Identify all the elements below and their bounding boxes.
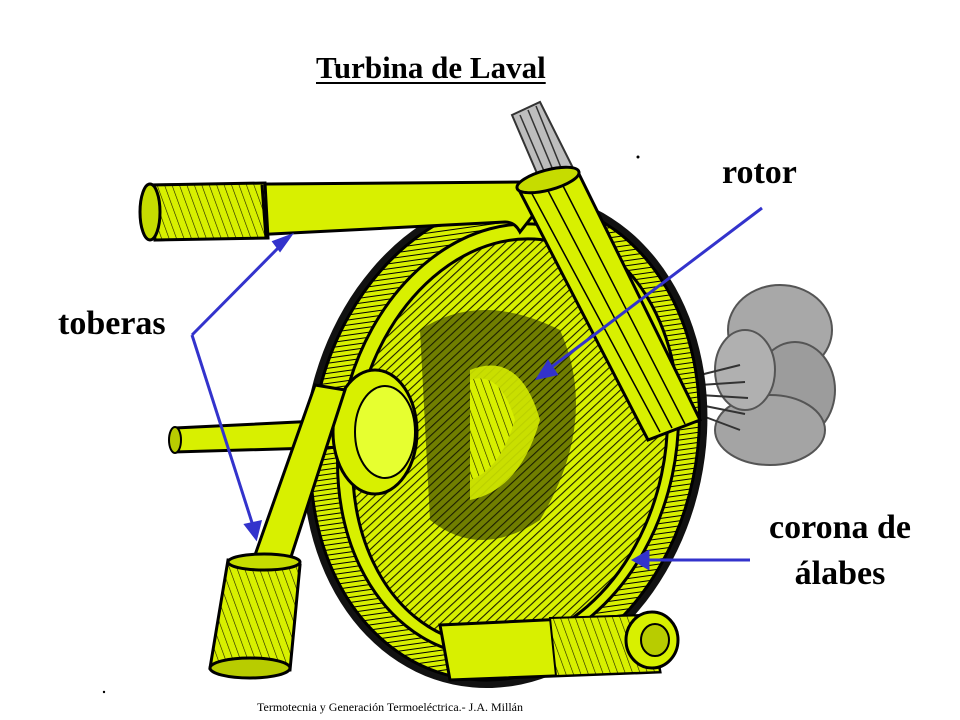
label-rotor: rotor — [722, 154, 797, 191]
toberas-arrow-upper — [190, 238, 288, 337]
slide-title: Turbina de Laval — [316, 50, 546, 85]
toberas-arrowhead-lower — [243, 520, 263, 542]
label-corona-line1: corona de — [769, 509, 911, 546]
rotor-arrowhead — [534, 359, 559, 381]
nozzle-lower — [208, 383, 347, 680]
nozzle-upper — [138, 180, 547, 242]
toberas-arrow-lower — [190, 334, 257, 533]
rotor-disc — [420, 310, 576, 540]
toberas-arrowhead-upper — [271, 232, 295, 253]
exhaust-smoke — [699, 284, 836, 466]
corona-arrowhead — [630, 549, 650, 571]
annotation-arrows — [190, 206, 763, 571]
bottom-pipe — [438, 610, 680, 682]
speck — [636, 155, 640, 159]
rotor-arrow — [544, 206, 763, 374]
speck — [102, 690, 106, 694]
rotor-spoke — [515, 165, 703, 442]
label-corona-de-alabes: corona de álabes — [760, 505, 920, 597]
label-toberas: toberas — [58, 305, 166, 342]
label-corona-line2: álabes — [794, 555, 886, 592]
footer-credit: Termotecnia y Generación Termoeléctrica.… — [257, 700, 523, 714]
